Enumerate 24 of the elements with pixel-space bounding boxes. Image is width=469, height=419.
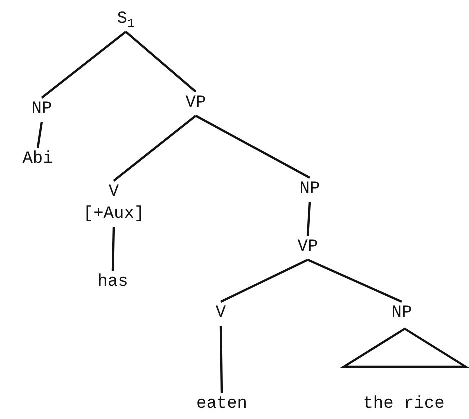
branch-line bbox=[112, 226, 116, 272]
tree-node-label: has bbox=[98, 272, 128, 294]
tree-node-label: the rice bbox=[363, 394, 445, 416]
tree-node-label: NP bbox=[300, 179, 320, 201]
tree-node-label: VP bbox=[298, 237, 318, 259]
branch-line bbox=[308, 259, 402, 303]
tree-node-label: NP bbox=[392, 303, 412, 325]
branch-line bbox=[195, 115, 311, 179]
branch-line bbox=[220, 326, 224, 394]
branch-line bbox=[41, 31, 127, 99]
branch-line bbox=[306, 202, 312, 236]
tree-node-label: VP bbox=[186, 93, 206, 115]
triangle-shape bbox=[343, 328, 467, 368]
feature-label: [+Aux] bbox=[83, 204, 145, 226]
branch-line bbox=[36, 122, 44, 148]
branch-line bbox=[113, 115, 197, 182]
branch-line bbox=[220, 259, 308, 303]
tree-node-label: Abi bbox=[22, 149, 54, 171]
tree-node-label: S$_{1}$ bbox=[117, 9, 135, 31]
tree-node-label: V bbox=[216, 303, 226, 325]
tree-node-label: NP bbox=[32, 99, 52, 121]
tree-node-label: eaten bbox=[196, 394, 248, 416]
branch-line bbox=[125, 31, 197, 93]
tree-node-label: V bbox=[108, 182, 120, 204]
